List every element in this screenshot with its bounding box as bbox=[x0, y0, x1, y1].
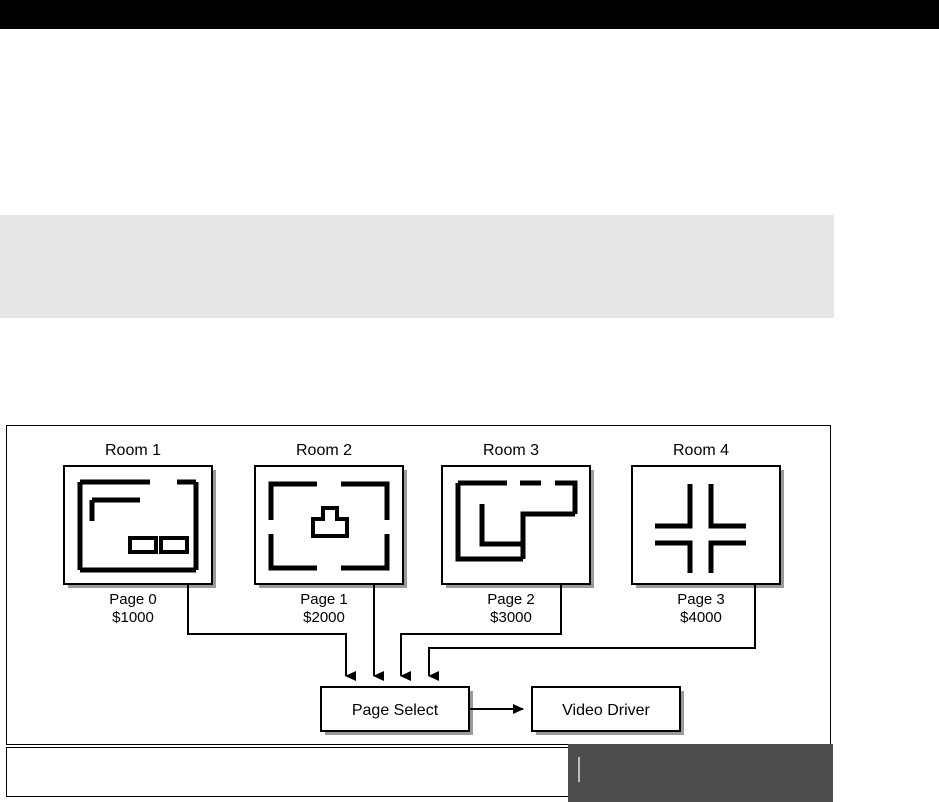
room-2-page-label: Page 1 bbox=[300, 591, 348, 608]
room-4-page-label: Page 3 bbox=[677, 591, 725, 608]
room-3-thumbnail[interactable] bbox=[441, 465, 591, 585]
room-1-page-label: Page 0 bbox=[109, 591, 157, 608]
room-3-address-label: $3000 bbox=[490, 609, 532, 626]
room-1-title: Room 1 bbox=[105, 442, 161, 459]
footer-dark-panel bbox=[568, 744, 833, 802]
top-banner bbox=[0, 0, 939, 29]
room-3-page-label: Page 2 bbox=[487, 591, 535, 608]
room-4-title: Room 4 bbox=[673, 442, 729, 459]
video-driver-label: Video Driver bbox=[562, 702, 650, 719]
room-3-title: Room 3 bbox=[483, 442, 539, 459]
room-1-objects bbox=[128, 536, 189, 554]
room-4-thumbnail[interactable] bbox=[631, 465, 781, 585]
page-select-diagram: Room 1 bbox=[63, 442, 784, 735]
wire-room-1 bbox=[187, 584, 356, 681]
room-4-floorplan bbox=[655, 484, 746, 573]
room-1-address-label: $1000 bbox=[112, 609, 154, 626]
room-4-address-label: $4000 bbox=[680, 609, 722, 626]
room-2-group[interactable]: Room 2 Page 1 $2000 bbox=[254, 442, 407, 626]
room-3-group[interactable]: Room 3 Page 2 $3000 bbox=[441, 442, 594, 626]
room-4-group[interactable]: Room 4 Page 3 $4000 bbox=[631, 442, 784, 626]
video-driver-box[interactable] bbox=[531, 686, 681, 732]
diagram-panel: Room 1 bbox=[6, 425, 831, 745]
room-2-title: Room 2 bbox=[296, 442, 352, 459]
room-1-thumbnail[interactable] bbox=[63, 465, 213, 585]
room-3-floorplan bbox=[455, 480, 578, 562]
room-2-address-label: $2000 bbox=[303, 609, 345, 626]
page-select-node[interactable]: Page Select bbox=[320, 686, 473, 735]
room-1-floorplan bbox=[77, 479, 199, 573]
room-2-floorplan bbox=[268, 481, 390, 571]
wire-room-3 bbox=[400, 584, 562, 681]
wire-room-4 bbox=[428, 584, 756, 681]
page-select-label: Page Select bbox=[352, 702, 439, 719]
gray-content-block bbox=[0, 215, 834, 318]
room-2-object bbox=[311, 506, 349, 538]
room-1-group[interactable]: Room 1 bbox=[63, 442, 216, 626]
video-driver-node[interactable]: Video Driver bbox=[531, 686, 684, 735]
text-caret bbox=[578, 757, 580, 782]
